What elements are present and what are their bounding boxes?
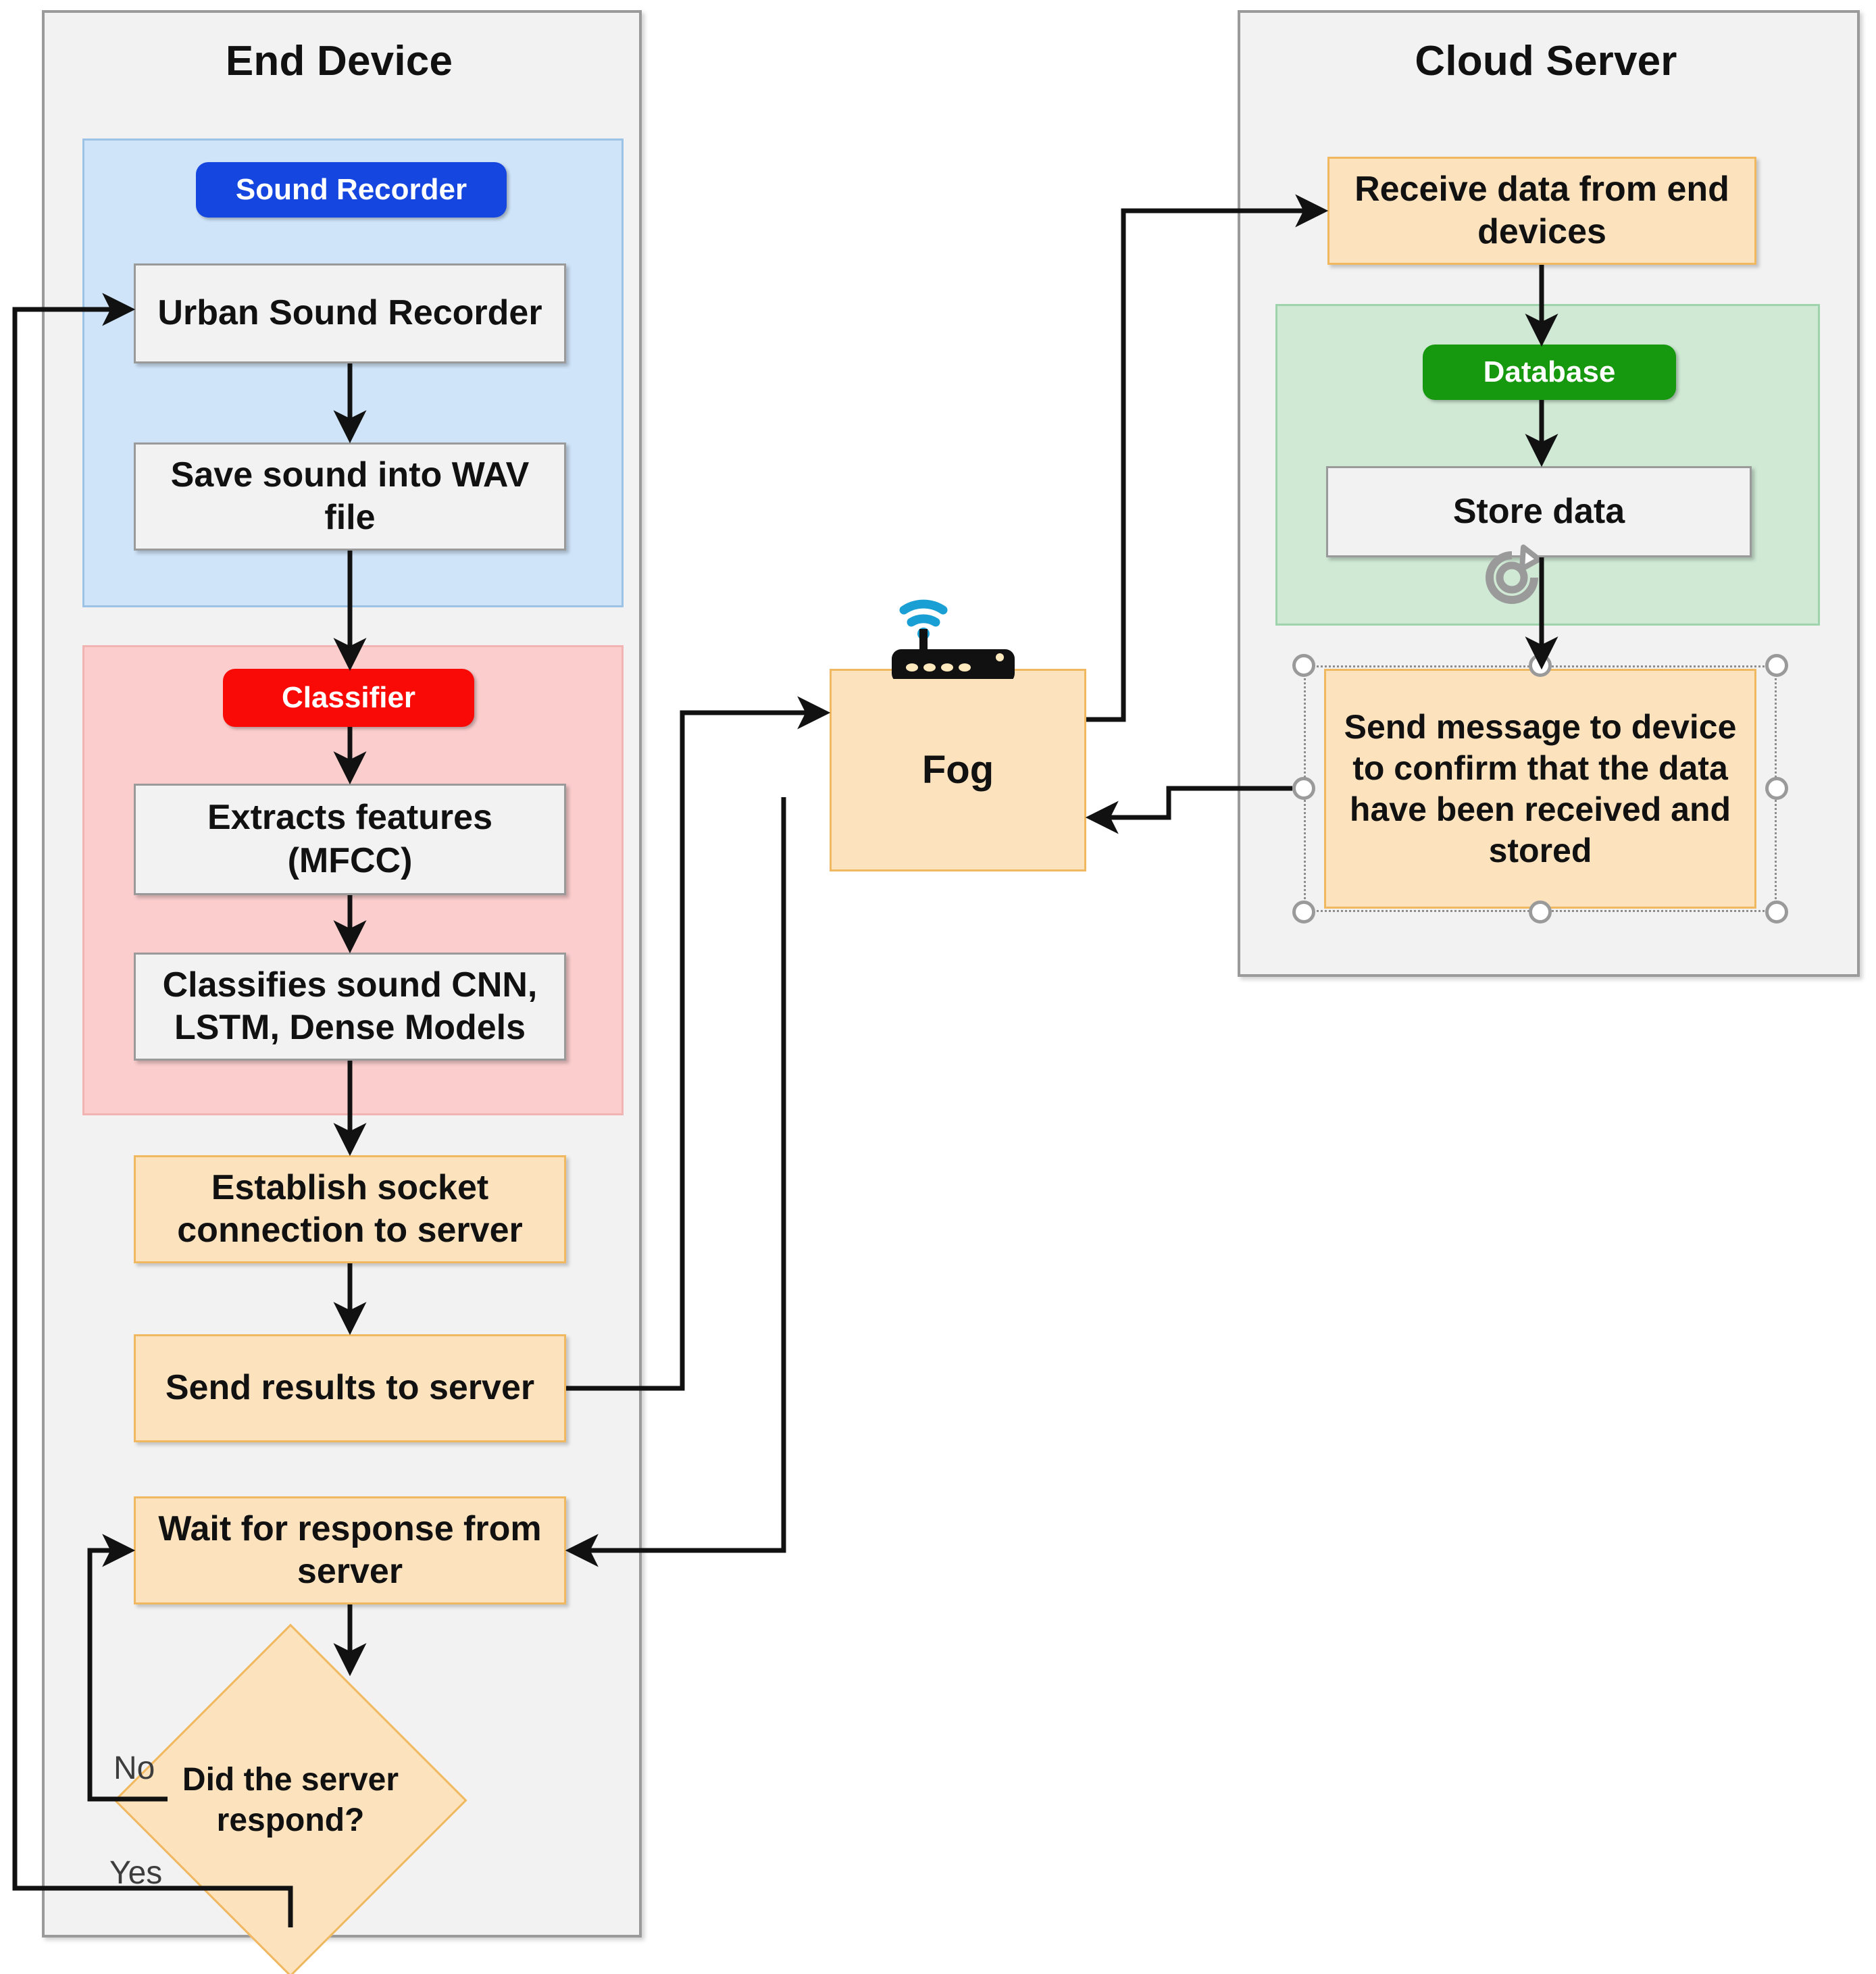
selection-handle-top-right[interactable]: [1765, 654, 1788, 677]
selection-handle-top-left[interactable]: [1292, 654, 1315, 677]
wifi-router-icon: [892, 599, 1015, 679]
edge-label-no: No: [113, 1750, 155, 1786]
selection-handle-bottom-left[interactable]: [1292, 901, 1315, 923]
node-establish-socket[interactable]: Establish socket connection to server: [134, 1155, 566, 1263]
selection-handle-middle-left[interactable]: [1292, 777, 1315, 800]
pill-database[interactable]: Database: [1423, 345, 1676, 400]
pill-classifier[interactable]: Classifier: [223, 669, 474, 727]
node-extract-features[interactable]: Extracts features (MFCC): [134, 784, 566, 895]
node-send-results[interactable]: Send results to server: [134, 1334, 566, 1442]
selection-handle-bottom-right[interactable]: [1765, 901, 1788, 923]
node-store-data[interactable]: Store data: [1326, 466, 1752, 557]
selection-handle-top-center[interactable]: [1529, 654, 1552, 677]
edge-label-yes: Yes: [109, 1855, 163, 1891]
pill-sound-recorder[interactable]: Sound Recorder: [196, 162, 507, 218]
node-classify-sound[interactable]: Classifies sound CNN, LSTM, Dense Models: [134, 953, 566, 1061]
rotate-handle-icon[interactable]: [1475, 540, 1549, 615]
selection-handle-bottom-center[interactable]: [1529, 901, 1552, 923]
node-save-sound[interactable]: Save sound into WAV file: [134, 442, 566, 551]
node-receive-data[interactable]: Receive data from end devices: [1327, 157, 1756, 265]
lane-title-cloud-server: Cloud Server: [1415, 38, 1677, 84]
node-fog[interactable]: Fog: [830, 669, 1086, 871]
node-urban-sound-recorder[interactable]: Urban Sound Recorder: [134, 263, 566, 363]
decision-label: Did the server respond?: [182, 1762, 399, 1838]
node-send-message[interactable]: Send message to device to confirm that t…: [1324, 669, 1756, 909]
lane-title-end-device: End Device: [225, 38, 453, 84]
node-wait-response[interactable]: Wait for response from server: [134, 1496, 566, 1604]
selection-handle-middle-right[interactable]: [1765, 777, 1788, 800]
node-decision-server-respond[interactable]: Did the server respond?: [113, 1623, 467, 1974]
